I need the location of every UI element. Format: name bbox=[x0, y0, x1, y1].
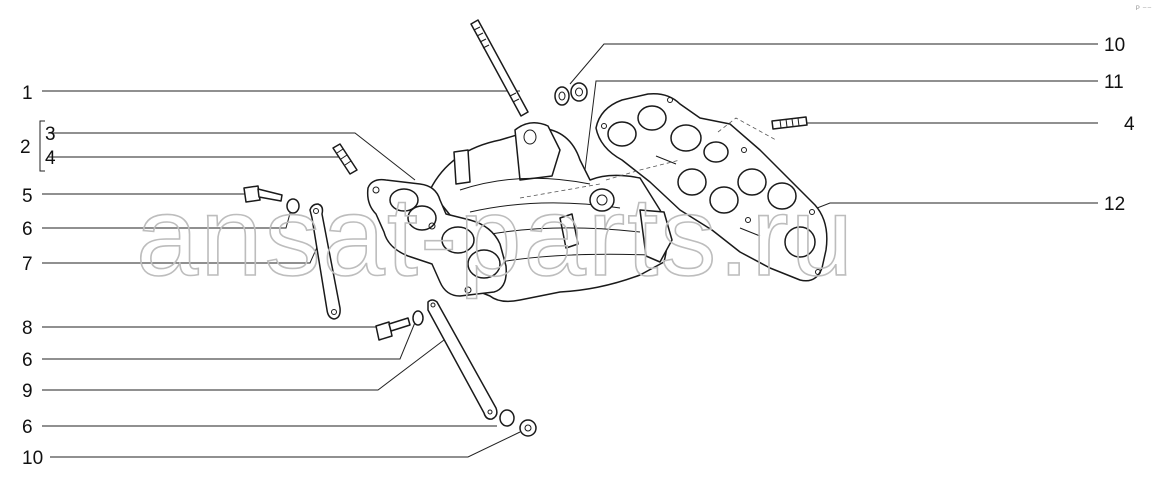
leader-lines bbox=[42, 43, 1098, 458]
callout-7: 7 bbox=[22, 254, 33, 275]
nut-upper bbox=[554, 86, 570, 106]
bolt-lower bbox=[375, 317, 411, 341]
support-rod-lower bbox=[427, 299, 498, 420]
corner-mark: ᴾ ⁻⁻ bbox=[1136, 4, 1152, 14]
callout-9: 9 bbox=[22, 381, 33, 402]
group-bracket bbox=[39, 120, 45, 172]
callout-8: 8 bbox=[22, 318, 33, 339]
callout-4-right: 4 bbox=[1124, 114, 1135, 135]
callout-11: 11 bbox=[1104, 72, 1124, 93]
nut-lower bbox=[519, 419, 537, 437]
washer-upper bbox=[286, 198, 300, 214]
callout-12: 12 bbox=[1104, 194, 1125, 215]
callout-4-left: 4 bbox=[45, 148, 56, 169]
short-stud-right bbox=[771, 116, 808, 130]
callout-6-top: 6 bbox=[22, 219, 33, 240]
callout-1: 1 bbox=[22, 83, 33, 104]
callout-6-bottom: 6 bbox=[22, 417, 33, 438]
long-stud bbox=[470, 19, 529, 117]
washer-middle bbox=[412, 310, 424, 326]
callout-2: 2 bbox=[20, 137, 31, 158]
washer-lower bbox=[499, 409, 515, 427]
callout-3: 3 bbox=[45, 124, 56, 145]
alignment-lines bbox=[519, 117, 777, 199]
callout-10-left: 10 bbox=[22, 448, 43, 469]
callout-6-middle: 6 bbox=[22, 350, 33, 371]
watermark: ansat-parts.ru bbox=[136, 174, 855, 299]
short-stud-left bbox=[332, 143, 358, 175]
callout-labels: 1 2 3 4 5 6 7 8 6 9 6 10 10 11 4 12 bbox=[20, 35, 1135, 469]
bolt-upper bbox=[243, 185, 283, 203]
support-bracket-upper bbox=[309, 203, 341, 320]
callout-10-right: 10 bbox=[1104, 35, 1125, 56]
callout-5: 5 bbox=[22, 186, 33, 207]
intake-manifold bbox=[366, 122, 673, 303]
washer-top bbox=[570, 82, 588, 102]
manifold-gasket bbox=[595, 92, 828, 282]
